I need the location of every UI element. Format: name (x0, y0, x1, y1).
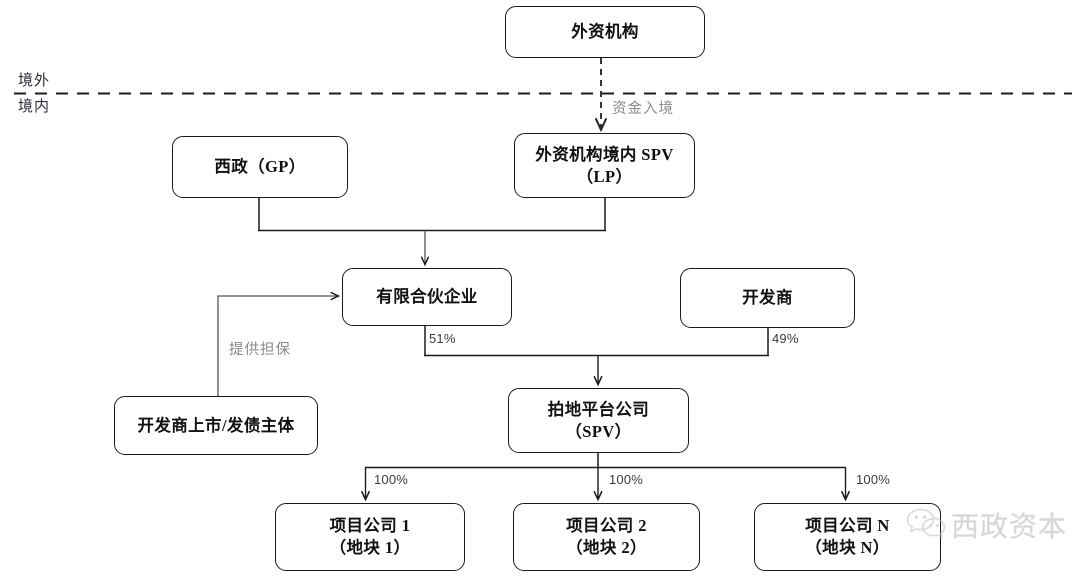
node-foreign-institution[interactable]: 外资机构 (505, 6, 705, 58)
node-domestic-spv-label-line1: 外资机构境内 SPV (535, 144, 674, 164)
edge-label-project1-share: 100% (374, 472, 409, 487)
node-developer[interactable]: 开发商 (680, 268, 855, 328)
edge-label-project2-share: 100% (609, 472, 644, 487)
zone-label-onshore: 境内 (18, 99, 51, 115)
node-xizheng-gp-label: 西政（GP） (214, 157, 306, 177)
edge-label-lp-share: 51% (429, 331, 456, 346)
node-developer-listed-entity-label: 开发商上市/发债主体 (137, 415, 295, 435)
edge-label-developer-share: 49% (772, 331, 799, 346)
watermark-text: 西政资本 (951, 512, 1068, 543)
node-project-company-2[interactable]: 项目公司 2 （地块 2） (513, 503, 700, 571)
node-project-company-2-label-line1: 项目公司 2 (566, 516, 647, 536)
node-limited-partnership-label: 有限合伙企业 (376, 287, 478, 307)
node-project-company-1[interactable]: 项目公司 1 （地块 1） (275, 503, 465, 571)
node-project-company-1-label-line1: 项目公司 1 (329, 516, 411, 536)
node-developer-listed-entity[interactable]: 开发商上市/发债主体 (114, 396, 318, 455)
edge-label-provide-guarantee: 提供担保 (229, 342, 291, 358)
node-project-company-n-label-line1: 项目公司 N (805, 516, 890, 536)
watermark: 西政资本 (905, 505, 1067, 545)
node-project-company-1-label-line2: （地块 1） (329, 538, 411, 557)
node-limited-partnership[interactable]: 有限合伙企业 (342, 268, 512, 326)
node-domestic-spv[interactable]: 外资机构境内 SPV （LP） (514, 133, 695, 198)
node-land-platform-label-line2: （SPV） (565, 421, 632, 441)
node-project-company-n[interactable]: 项目公司 N （地块 N） (754, 503, 941, 571)
node-foreign-institution-label: 外资机构 (571, 22, 639, 42)
wechat-icon (905, 506, 947, 545)
node-project-company-n-label-line2: （地块 N） (805, 538, 890, 557)
zone-label-offshore: 境外 (18, 73, 51, 89)
node-xizheng-gp[interactable]: 西政（GP） (172, 136, 348, 198)
edge-label-projectn-share: 100% (856, 472, 891, 487)
node-developer-label: 开发商 (742, 288, 793, 308)
node-project-company-2-label-line2: （地块 2） (566, 538, 647, 557)
node-land-platform[interactable]: 拍地平台公司 （SPV） (508, 388, 689, 453)
node-domestic-spv-label-line2: （LP） (576, 166, 633, 186)
node-land-platform-label-line1: 拍地平台公司 (547, 399, 650, 419)
edge-label-capital-inflow: 资金入境 (612, 101, 674, 117)
